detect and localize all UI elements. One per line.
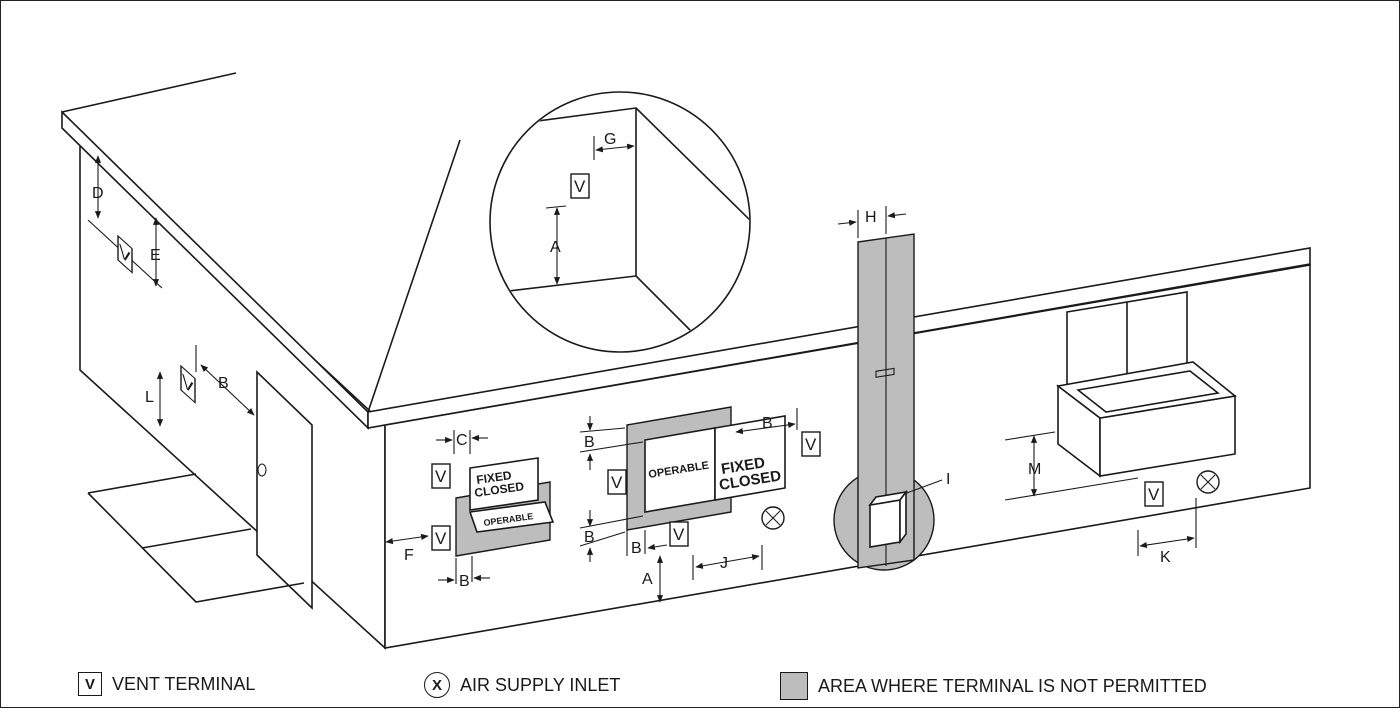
dim-label-a-front: A: [642, 571, 653, 588]
air-inlet-icon: X: [424, 672, 450, 698]
svg-text:V: V: [435, 467, 447, 486]
dim-label-m: M: [1028, 461, 1041, 478]
ground-slab: [87, 473, 305, 603]
legend: V VENT TERMINAL X AIR SUPPLY INLET AREA …: [0, 660, 1400, 708]
fixed-closed-pane-small: [469, 457, 539, 511]
dim-label-b-under: B: [631, 540, 642, 557]
dim-label-b-top: B: [584, 434, 595, 451]
large-window-assembly: OPERABLE FIXED CLOSED B B V B V V B A: [579, 406, 821, 603]
svg-text:CLOSED: CLOSED: [473, 479, 525, 500]
dim-label-l: L: [145, 389, 154, 406]
dim-label-a-inset: A: [550, 239, 561, 256]
roof-left-ridge: [61, 72, 237, 113]
legend-air-inlet: X AIR SUPPLY INLET: [424, 672, 620, 698]
regulator-box: [869, 499, 901, 548]
svg-text:V: V: [182, 371, 194, 400]
vent-terminal-large-left: [607, 469, 627, 495]
operable-pane-small: [468, 501, 555, 533]
svg-text:V: V: [1148, 485, 1160, 504]
svg-text:FIXED: FIXED: [475, 468, 512, 487]
dim-label-k: K: [1160, 549, 1171, 566]
small-window-assembly: FIXED CLOSED OPERABLE V C V F B: [385, 430, 555, 590]
meter-assembly: I H: [833, 206, 950, 571]
dim-label-c: C: [456, 432, 468, 449]
legend-restricted-area: AREA WHERE TERMINAL IS NOT PERMITTED: [780, 672, 1207, 700]
vent-clearance-diagram: D E V L V B FIXED CLOSED OPERABLE: [61, 72, 1311, 650]
dim-label-j: J: [720, 555, 728, 572]
door-panel: [256, 370, 313, 610]
svg-text:V: V: [611, 473, 623, 492]
vent-terminal-large-right: [801, 431, 821, 457]
svg-text:V: V: [673, 525, 685, 544]
vent-terminal-wing: [1144, 481, 1164, 507]
svg-text:FIXED: FIXED: [720, 454, 766, 478]
legend-vent-terminal: V VENT TERMINAL: [78, 672, 255, 696]
dim-label-b-door: B: [218, 375, 229, 392]
corner-detail-inset: G V A: [489, 91, 751, 353]
roof-hip-line: [367, 139, 461, 413]
side-door: [256, 370, 313, 610]
fixed-closed-pane-large: [714, 415, 786, 501]
svg-text:V: V: [574, 177, 586, 196]
dim-label-e: E: [150, 247, 161, 264]
svg-text:V: V: [435, 529, 447, 548]
svg-text:V: V: [805, 435, 817, 454]
dim-label-b-bottom: B: [584, 529, 595, 546]
dim-label-b-small: B: [459, 573, 470, 590]
dim-label-g: G: [604, 131, 616, 148]
vent-terminal-near-door: [180, 364, 196, 404]
dim-label-d: D: [92, 185, 104, 202]
building-wing: M V K: [1004, 291, 1237, 566]
restricted-area-swatch: [780, 672, 808, 700]
vent-terminal-front-left-bottom: [431, 525, 451, 551]
inset-circle: [489, 91, 751, 353]
vent-terminal-large-bottom: [669, 521, 689, 547]
vent-terminal-gable: [117, 234, 133, 274]
svg-text:V: V: [119, 241, 131, 270]
dim-label-i: I: [946, 471, 950, 488]
legend-area-label: AREA WHERE TERMINAL IS NOT PERMITTED: [818, 675, 1207, 696]
dim-label-h: H: [865, 209, 877, 226]
dim-label-b-right: B: [762, 415, 773, 432]
dim-label-f: F: [404, 547, 414, 564]
front-eave: [367, 247, 1311, 429]
vent-terminal-icon: V: [78, 672, 102, 696]
door-knob: [257, 463, 267, 477]
vent-terminal-inset: [570, 173, 590, 199]
legend-inlet-label: AIR SUPPLY INLET: [460, 674, 621, 695]
left-wall-dimensions: D E V L V B: [87, 155, 255, 427]
legend-vent-label: VENT TERMINAL: [112, 673, 256, 694]
vent-terminal-front-left-top: [431, 463, 451, 489]
